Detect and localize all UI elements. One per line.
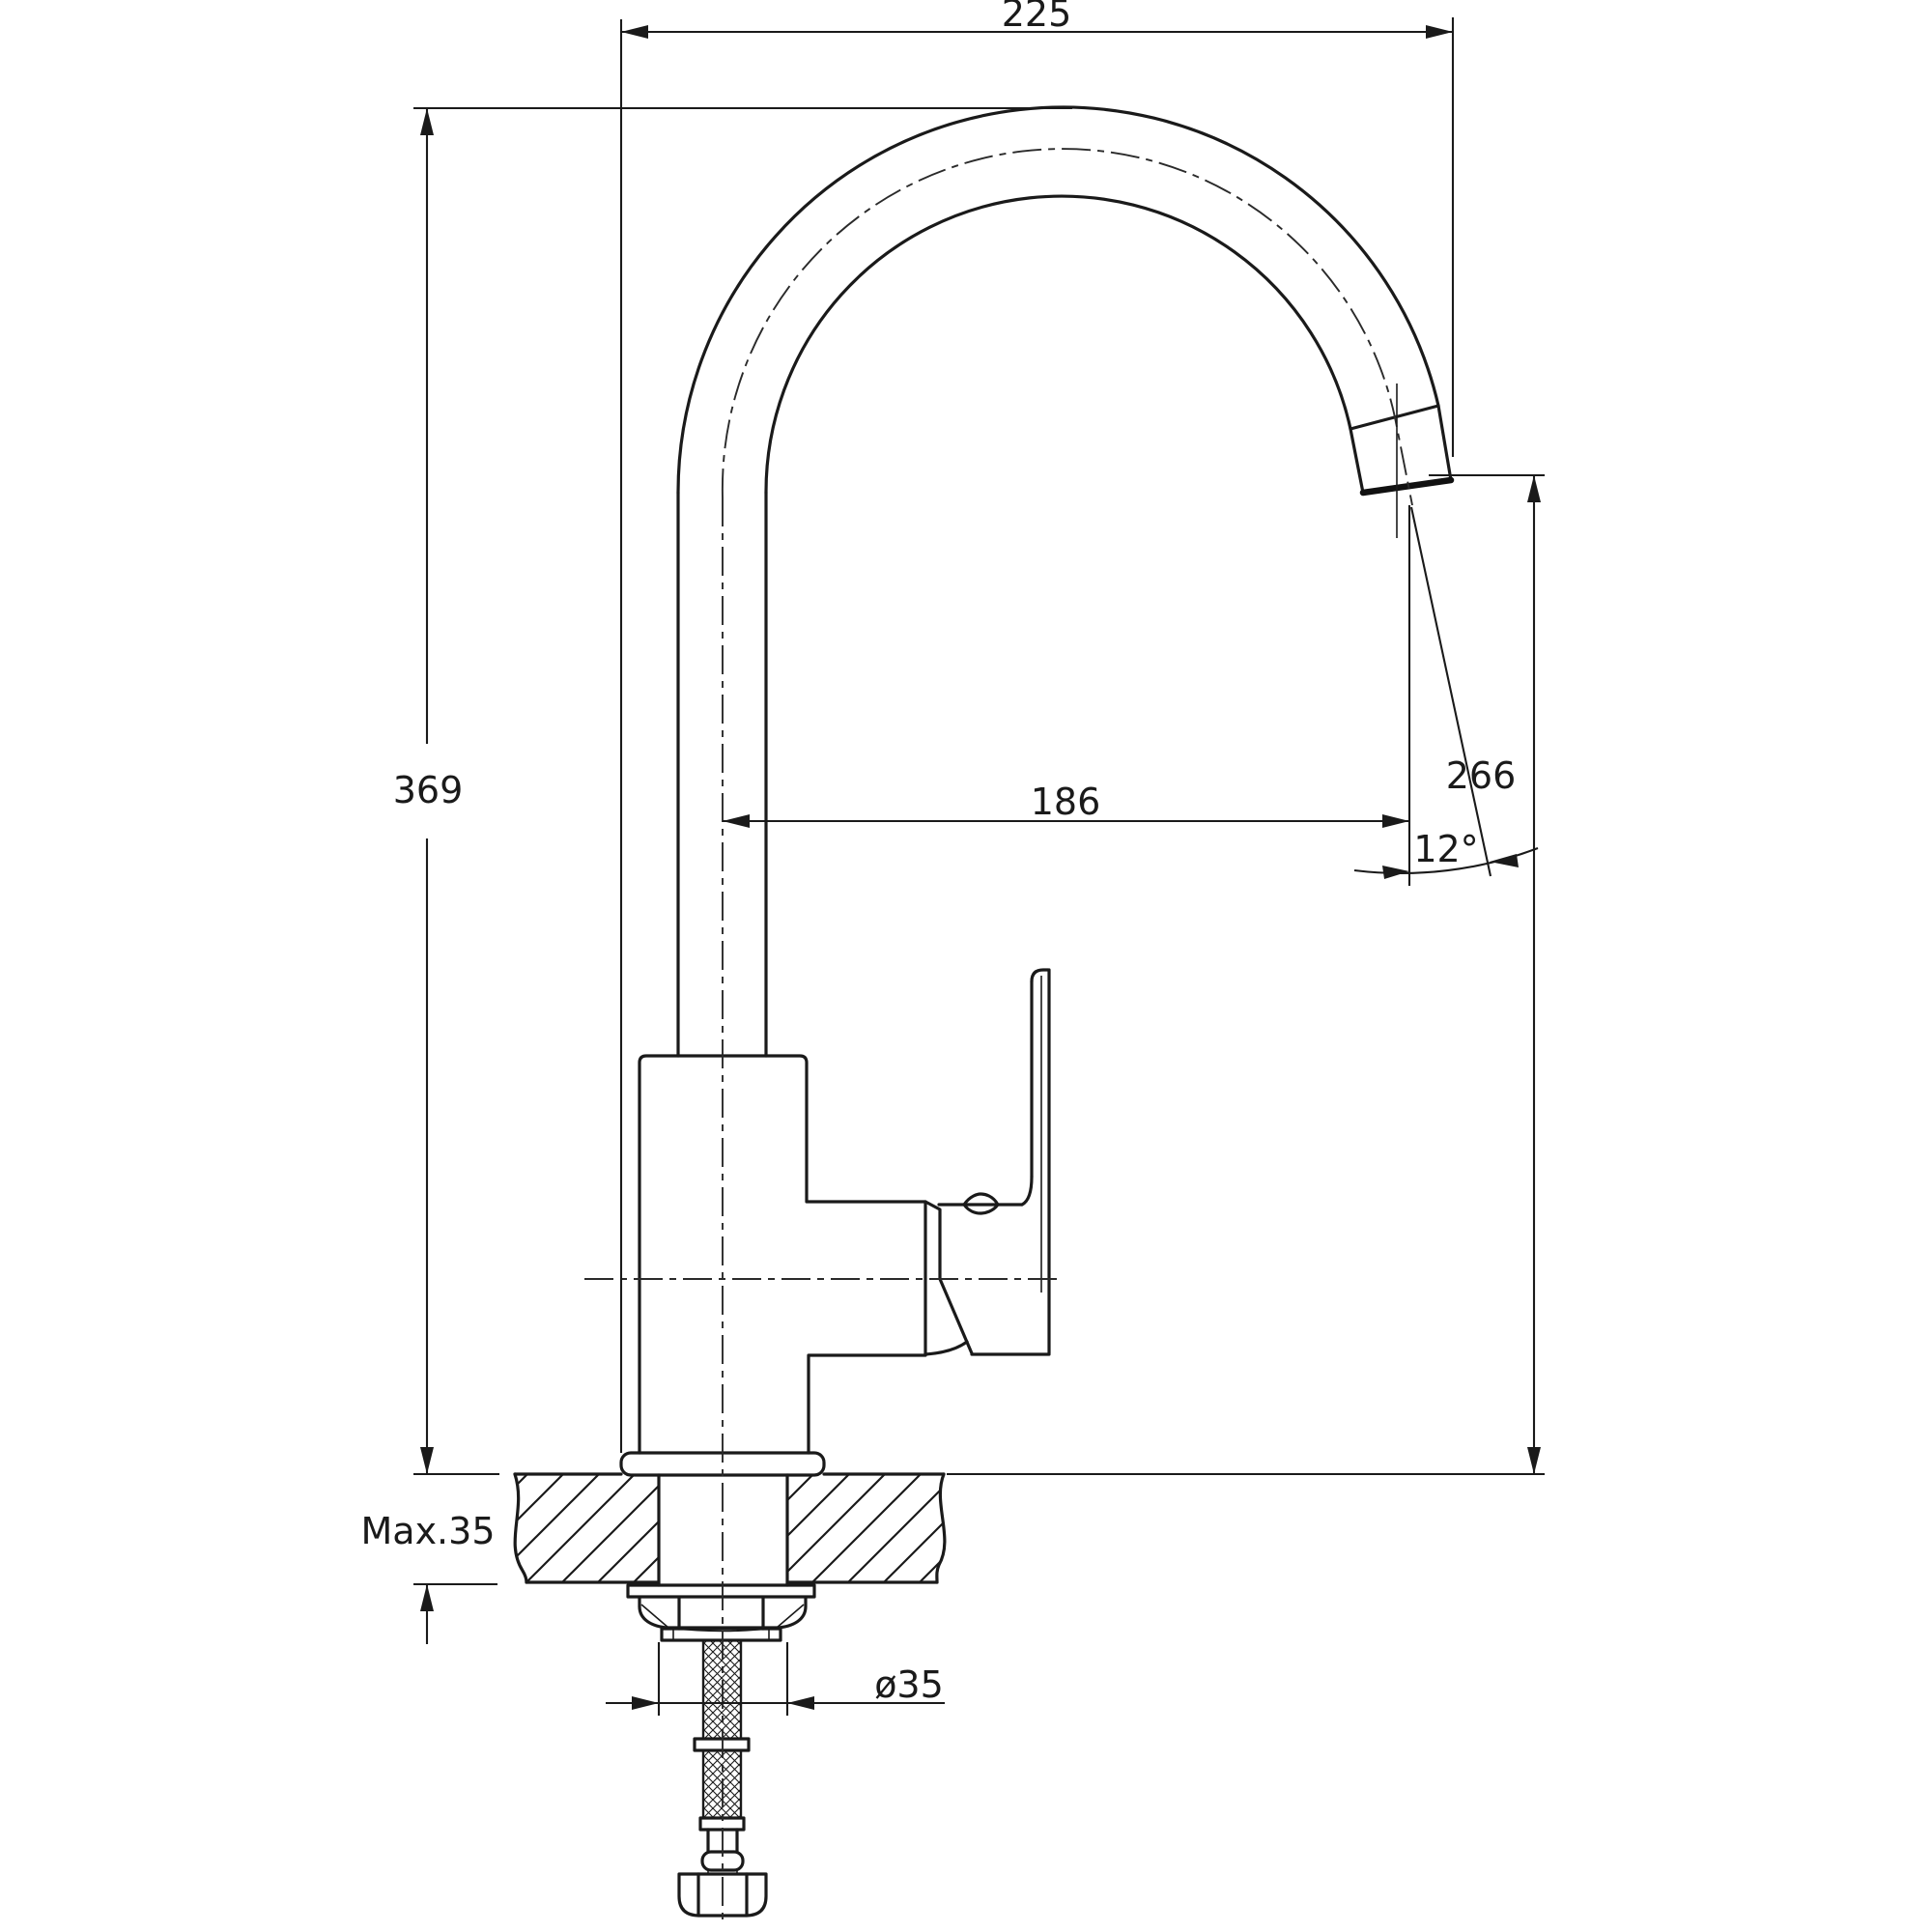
angle-slant-line [1409, 506, 1492, 877]
handle-screw-lens [962, 1192, 1000, 1215]
spout-centerline-arc [721, 148, 1413, 506]
arrow-dia35-left [632, 1696, 659, 1710]
label-dia35: ø35 [874, 1663, 944, 1706]
arrow-225-left [621, 25, 648, 39]
countertop-section [513, 1472, 947, 1584]
arrow-266-bottom [1527, 1447, 1541, 1474]
arrow-266-top [1527, 475, 1541, 502]
dimension-369: 369 [393, 106, 1072, 1474]
handle-lever [937, 968, 1051, 1356]
mounting-washer [626, 1583, 816, 1599]
arrow-225-right [1426, 25, 1453, 39]
body-outline [638, 1054, 927, 1455]
dimension-266: 266 [947, 473, 1545, 1476]
label-186: 186 [1031, 781, 1101, 823]
arrow-186-right [1382, 814, 1409, 828]
arrow-dia35-right [787, 1696, 814, 1710]
dimension-max35: Max.35 [361, 1472, 499, 1644]
arrow-369-top [420, 108, 434, 135]
label-369: 369 [393, 769, 464, 811]
counter-break-left [513, 1472, 528, 1584]
label-12deg: 12° [1413, 828, 1478, 870]
dimension-225: 225 [619, 0, 1455, 1453]
spout-outlet-face [1359, 476, 1455, 497]
lever-front-bottom-curve [1020, 1175, 1034, 1207]
arrow-angle-right [1490, 854, 1519, 867]
spout-inner-arc [764, 194, 1365, 495]
label-max35: Max.35 [361, 1510, 496, 1552]
arrow-angle-left [1382, 866, 1409, 879]
arrow-186-left [723, 814, 750, 828]
lever-top-curve [1030, 968, 1050, 983]
cartridge-cone [923, 1200, 974, 1355]
countertop-hatch-right [787, 1474, 945, 1582]
mounting-hardware [626, 1583, 816, 1918]
angle-arc [1353, 847, 1539, 875]
spout-outer-arc [676, 105, 1453, 495]
dimension-186: 186 [723, 781, 1409, 828]
counter-break-right [935, 1472, 947, 1584]
countertop-hatch-left [515, 1474, 659, 1582]
faucet-outline [619, 105, 1455, 1587]
dimension-angle-12: 12° [1353, 505, 1539, 886]
arrow-max35-bottom [420, 1584, 434, 1611]
label-266: 266 [1446, 754, 1517, 797]
arrow-369-bottom [420, 1447, 434, 1474]
label-225: 225 [1002, 0, 1072, 35]
dimension-dia35: ø35 [606, 1642, 945, 1716]
body-underside-arc [923, 1340, 969, 1356]
hose-band [693, 1737, 751, 1752]
centerlines [584, 148, 1413, 1926]
